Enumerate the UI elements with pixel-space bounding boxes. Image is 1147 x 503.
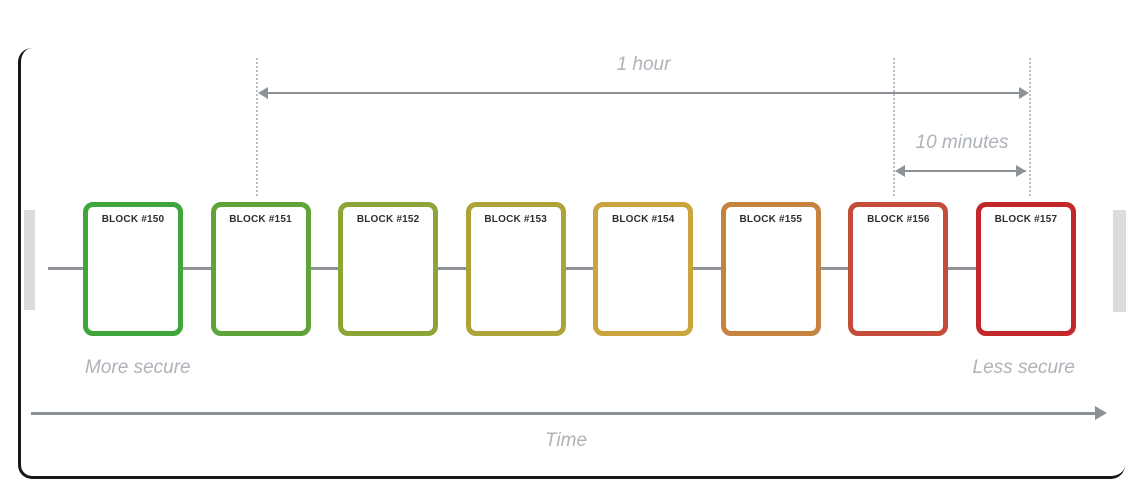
time-axis-line <box>31 412 1097 415</box>
blockchain-block: BLOCK #150 <box>83 202 183 336</box>
one-hour-arrow-line <box>261 92 1026 94</box>
previous-block-stub <box>24 210 35 310</box>
block-label: BLOCK #156 <box>867 214 930 225</box>
block-label: BLOCK #150 <box>101 214 165 225</box>
one-hour-arrowhead-left-icon <box>258 87 268 99</box>
block-label: BLOCK #154 <box>611 214 675 225</box>
blockchain-block: BLOCK #157 <box>975 202 1076 336</box>
blockchain-block: BLOCK #152 <box>338 202 439 336</box>
time-axis-arrowhead-icon <box>1095 406 1107 420</box>
blockchain-block: BLOCK #153 <box>465 202 566 336</box>
dotted-guide-line-block-151 <box>256 58 258 196</box>
more-secure-label: More secure <box>85 357 191 378</box>
diagram-card: 1 hour 10 minutes BLOCK #150 BLOCK #151 … <box>18 48 1126 479</box>
blockchain-block: BLOCK #151 <box>210 202 311 336</box>
blockchain-block: BLOCK #156 <box>848 202 949 336</box>
ten-minutes-arrow-line <box>898 170 1026 172</box>
block-label: BLOCK #155 <box>739 214 803 225</box>
dotted-guide-line-block-156 <box>893 58 895 196</box>
ten-minutes-label: 10 minutes <box>915 132 1009 153</box>
blockchain-block: BLOCK #154 <box>593 202 694 336</box>
one-hour-label: 1 hour <box>616 54 671 75</box>
dotted-guide-line-block-157 <box>1029 58 1031 196</box>
ten-minutes-arrowhead-right-icon <box>1016 165 1026 177</box>
ten-minutes-arrowhead-left-icon <box>895 165 905 177</box>
blockchain-block: BLOCK #155 <box>720 202 821 336</box>
block-label: BLOCK #157 <box>994 214 1058 225</box>
next-block-stub <box>1113 210 1126 312</box>
blocks-row: BLOCK #150 BLOCK #151 BLOCK #152 BLOCK #… <box>83 202 1076 336</box>
block-label: BLOCK #152 <box>356 214 420 225</box>
time-axis-label: Time <box>544 430 588 451</box>
block-label: BLOCK #151 <box>229 214 292 225</box>
less-secure-label: Less secure <box>972 357 1075 378</box>
one-hour-arrowhead-right-icon <box>1019 87 1029 99</box>
block-label: BLOCK #153 <box>484 214 547 225</box>
